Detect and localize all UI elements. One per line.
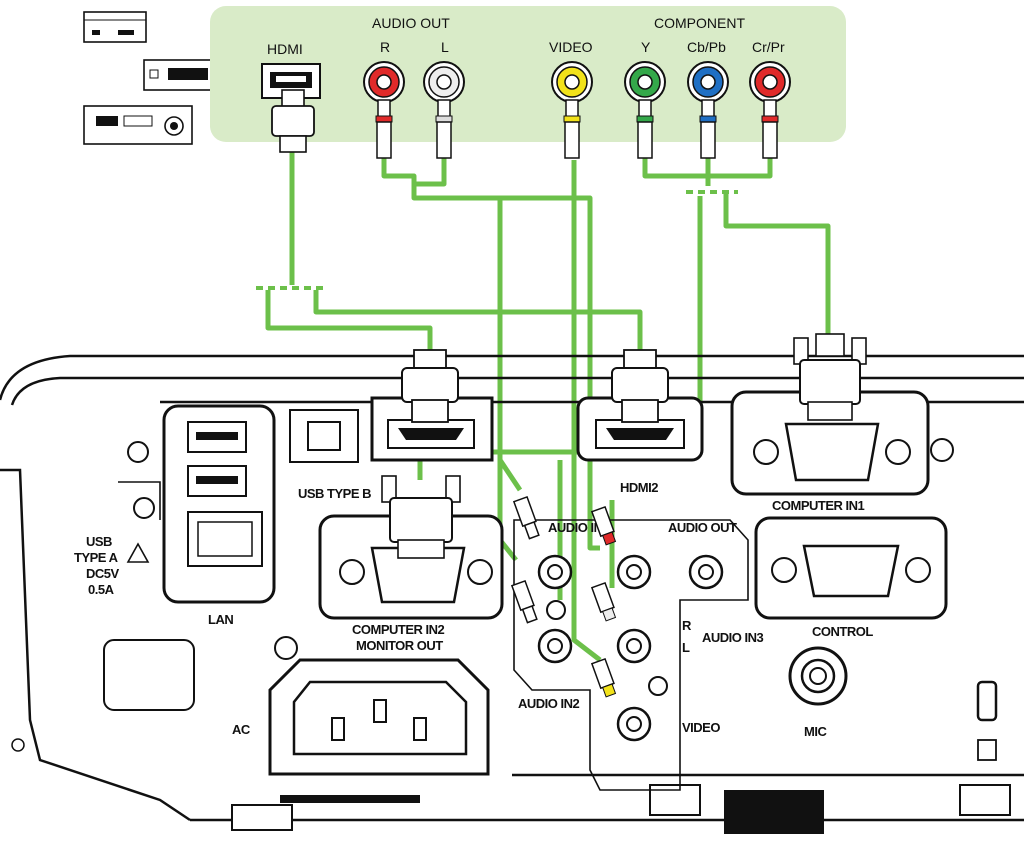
rca-plugs-projector	[510, 495, 617, 698]
security-slot-icon	[976, 680, 998, 761]
computer-in1-port[interactable]	[784, 422, 880, 482]
audio-r-label: R	[380, 39, 390, 55]
screw-icon	[885, 439, 911, 465]
screw-icon	[11, 738, 25, 752]
video-source-label: VIDEO	[549, 39, 593, 55]
screw-icon	[339, 559, 365, 585]
mic-port-group: MIC	[788, 646, 848, 739]
video-in-label: VIDEO	[682, 720, 720, 735]
screw-icon	[771, 557, 797, 583]
ac-label: AC	[232, 722, 251, 737]
usb-type-a-label-3: DC5V	[86, 566, 120, 581]
screw-icon	[467, 559, 493, 585]
audio-in3-r-jack[interactable]	[616, 628, 652, 664]
usb-type-a-label-2: TYPE A	[74, 550, 119, 565]
hdmi1-port-group	[370, 396, 494, 462]
l-label: L	[682, 640, 690, 655]
usb-type-a-label-1: USB	[86, 534, 112, 549]
component-cb-jack[interactable]	[687, 61, 729, 103]
lan-usb-block: LAN	[162, 404, 276, 627]
audio-out-proj-label: AUDIO OUT	[668, 520, 737, 535]
audio-r-jack[interactable]	[363, 61, 405, 103]
screw-icon	[753, 439, 779, 465]
hdmi-plug-source	[271, 89, 315, 153]
usb-type-b-label: USB TYPE B	[298, 486, 371, 501]
component-cb-label: Cb/Pb	[687, 39, 726, 55]
source-panel	[210, 6, 846, 142]
audio-l-jack[interactable]	[423, 61, 465, 103]
audio-out-jack-2[interactable]	[688, 554, 724, 590]
usb-b-port-group: USB TYPE B	[289, 409, 372, 501]
audio-out-label: AUDIO OUT	[372, 15, 450, 31]
ac-inlet-group: AC	[232, 636, 490, 776]
component-label: COMPONENT	[654, 15, 745, 31]
component-y-jack[interactable]	[624, 61, 666, 103]
screw-icon	[546, 600, 566, 620]
screw-icon	[905, 557, 931, 583]
screw-icon	[930, 438, 954, 462]
component-cr-label: Cr/Pr	[752, 39, 785, 55]
audio-in2-label: AUDIO IN2	[518, 696, 580, 711]
av-receiver-icon	[83, 105, 193, 145]
usb-a-port-group: USB TYPE A DC5V 0.5A	[74, 441, 161, 597]
hdmi1-plug	[401, 349, 459, 423]
computer-in1-label: COMPUTER IN1	[772, 498, 865, 513]
hdmi2-label: HDMI2	[620, 480, 658, 495]
component-y-label: Y	[641, 39, 651, 55]
computer-in1-port-group: COMPUTER IN1	[730, 390, 930, 513]
hdmi-source-port[interactable]	[261, 63, 321, 99]
screw-icon	[274, 636, 298, 660]
vga-plug-in1	[793, 333, 867, 421]
warning-triangle-icon	[126, 542, 150, 563]
mic-label: MIC	[804, 724, 827, 739]
vga-plug-in2	[381, 475, 461, 559]
control-port-group: CONTROL	[754, 516, 948, 639]
monitor-out-label: MONITOR OUT	[356, 638, 443, 653]
audio-in2-jack[interactable]	[537, 628, 573, 664]
audio-section: AUDIO IN1 AUDIO OUT AUDIO IN2 R L AUDIO …	[513, 519, 764, 791]
control-port[interactable]	[802, 544, 900, 598]
video-in-jack[interactable]	[616, 706, 652, 742]
screw-icon	[127, 441, 149, 463]
audio-l-label: L	[441, 39, 449, 55]
hdmi2-plug	[611, 349, 669, 423]
screw-icon	[133, 497, 155, 519]
component-cr-jack[interactable]	[749, 61, 791, 103]
video-source-jack[interactable]	[551, 61, 593, 103]
hdmi-source-label: HDMI	[267, 41, 303, 57]
audio-in1-jack[interactable]	[537, 554, 573, 590]
r-label: R	[682, 618, 692, 633]
audio-in1-label: AUDIO IN1	[548, 520, 610, 535]
lan-label: LAN	[208, 612, 233, 627]
usb-type-a-label-4: 0.5A	[88, 582, 115, 597]
audio-in3-label: AUDIO IN3	[702, 630, 764, 645]
projector-body	[0, 354, 1024, 834]
audio-out-jack[interactable]	[616, 554, 652, 590]
computer-in2-label: COMPUTER IN2	[352, 622, 445, 637]
computer-in2-port-group: COMPUTER IN2 MONITOR OUT	[318, 514, 504, 653]
control-label: CONTROL	[812, 624, 873, 639]
dvd-player-icon	[83, 11, 147, 43]
screw-icon	[648, 676, 668, 696]
rca-plugs-source	[375, 99, 779, 159]
